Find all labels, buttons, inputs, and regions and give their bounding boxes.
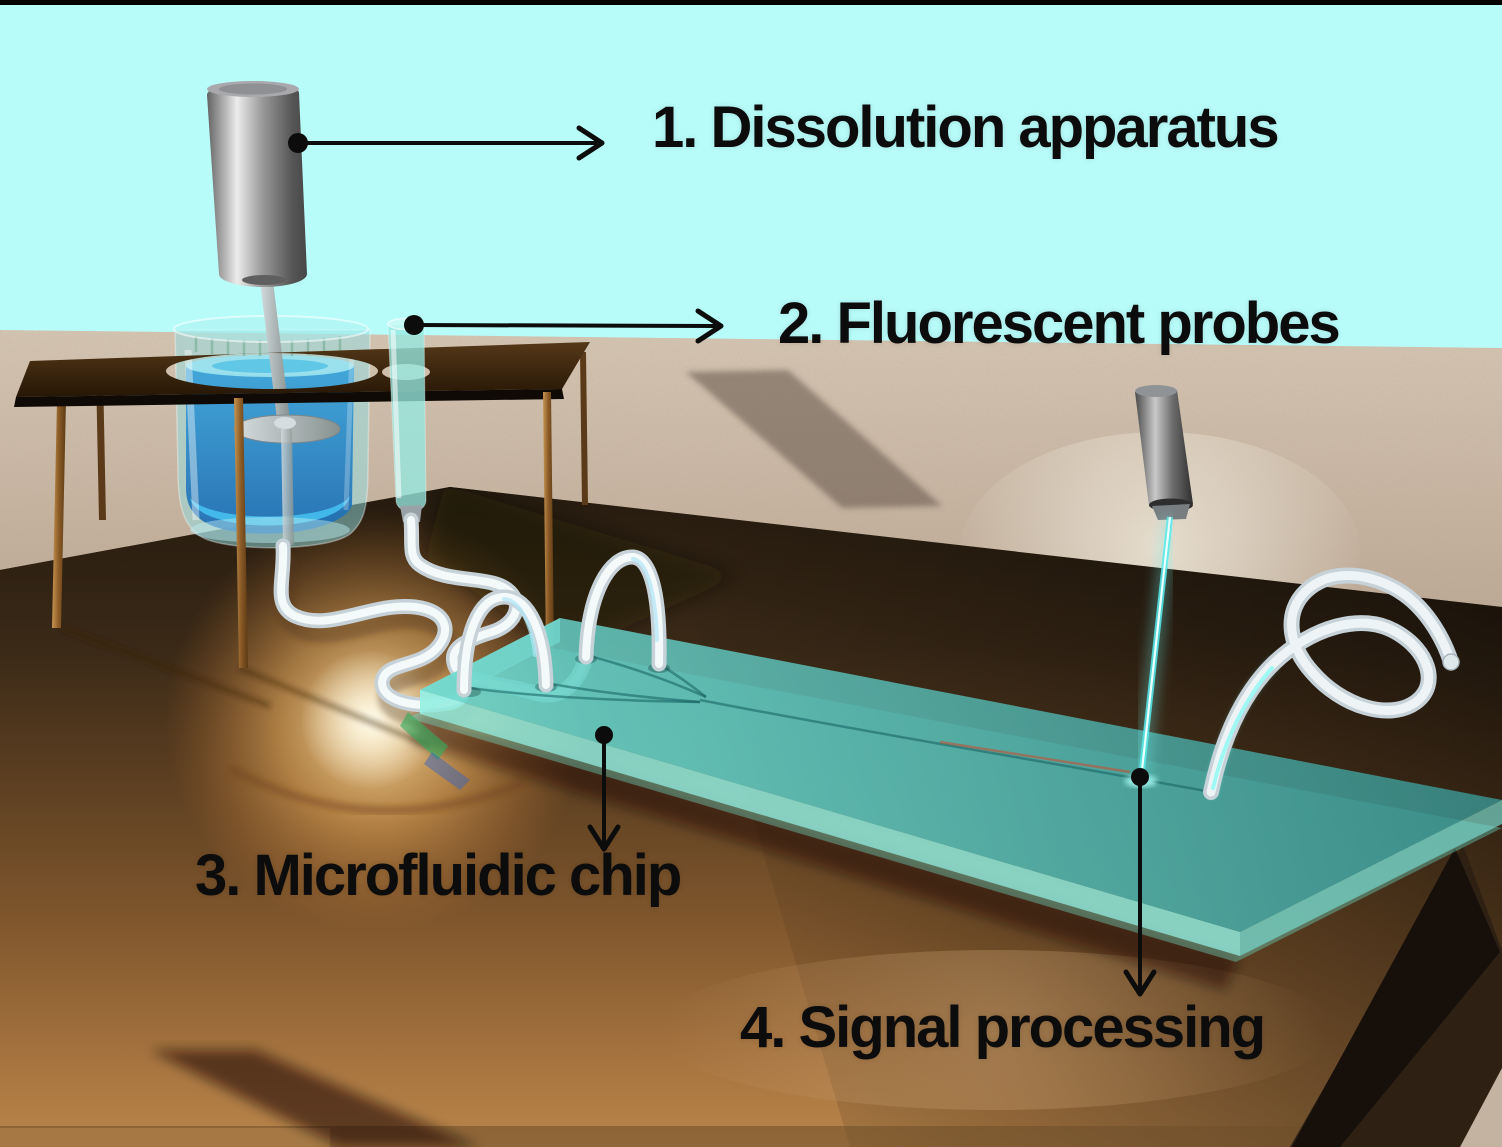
arc-shadow (227, 764, 527, 815)
vessel-liquid (186, 366, 354, 534)
excitation-beam (1125, 516, 1178, 787)
label-microfluidic-chip: 3. Microfluidic chip (195, 843, 682, 908)
chip-front-face (420, 690, 1240, 956)
probe-tip (1152, 504, 1190, 520)
detection-probe (1135, 385, 1193, 520)
stand-leg-back-left (96, 372, 106, 520)
arrowhead-right-icon (576, 125, 605, 161)
microfluidic-chip (400, 618, 1502, 962)
chip-right-face (1240, 800, 1502, 956)
chip-top-face (420, 618, 1502, 932)
lab-stand (52, 352, 588, 628)
arrow-dissolution-apparatus (288, 125, 605, 161)
arrow-microfluidic-chip (587, 726, 621, 852)
stand-top (14, 342, 590, 407)
arrow-signal-processing (1123, 768, 1157, 997)
label-signal-processing: 4. Signal processing (740, 995, 1266, 1060)
fluorescent-probe-vial (387, 317, 427, 522)
stirrer-motor (207, 81, 307, 287)
stand-leg-left (52, 400, 66, 628)
arrow-fluorescent-probes (404, 308, 724, 344)
arrowhead-right-icon (695, 308, 724, 344)
dissolution-vessel (173, 315, 371, 549)
arrowhead-down-icon (1123, 969, 1157, 997)
floor-sliver (1460, 1068, 1502, 1147)
arrowhead-down-icon (587, 824, 621, 852)
top-frame-bar (0, 0, 1502, 5)
label-dissolution-apparatus: 1. Dissolution apparatus (652, 95, 1280, 160)
tubing-arches (456, 549, 667, 698)
outlet-tube-end (1442, 653, 1460, 671)
label-fluorescent-probes: 2. Fluorescent probes (778, 291, 1341, 356)
outlet-tubing (1203, 567, 1460, 800)
edge-shadow-stripe (150, 1050, 480, 1147)
chip-channel-red-segment (939, 740, 1131, 774)
liquid-bottom-band (190, 496, 350, 526)
stand-leg-front-left (234, 398, 248, 668)
stirrer-shaft (233, 273, 341, 545)
stand-leg-front-right (543, 392, 554, 650)
stand-shadow-on-sand (686, 370, 942, 508)
annotation-arrows (288, 125, 1157, 997)
chip-shadow (412, 714, 1240, 990)
stand-leg-back-right (580, 352, 588, 505)
bench-right-edge (1292, 848, 1500, 1147)
stand-top-edge (14, 389, 564, 407)
